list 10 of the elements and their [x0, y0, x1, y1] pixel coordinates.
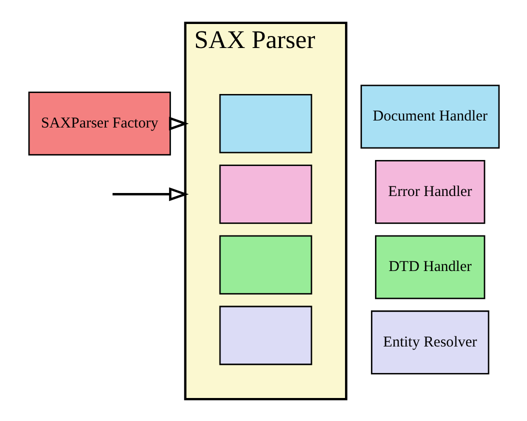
node-box: Error Handler	[374, 159, 485, 224]
node-box	[218, 234, 312, 294]
arrow	[112, 186, 188, 201]
cluster: SAX Parser	[184, 21, 347, 400]
node-box: Document Handler	[360, 84, 500, 148]
node-box	[218, 305, 312, 365]
node-box: DTD Handler	[374, 234, 485, 299]
node-box	[218, 164, 312, 224]
node-box	[218, 93, 312, 153]
node-box: Entity Resolver	[370, 310, 489, 374]
